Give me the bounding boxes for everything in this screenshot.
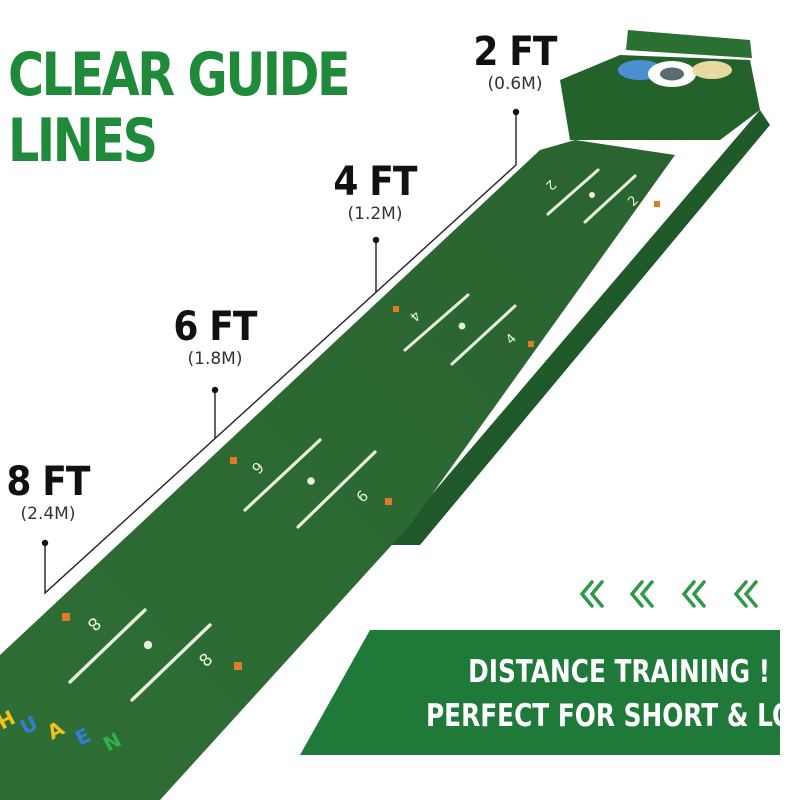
distance-meters: (1.2M) (347, 204, 403, 224)
guide-dot (143, 640, 153, 650)
leader-lines (44, 112, 517, 595)
distance-feet: 8 FT (6, 459, 90, 505)
putting-mat (0, 140, 675, 800)
distance-label-6ft: 6 FT (1.8M) (155, 305, 275, 369)
guide-lines-4ft (403, 293, 517, 366)
banner-line-1: DISTANCE TRAINING ! (468, 654, 770, 690)
guide-dot (307, 477, 315, 485)
headline: CLEAR GUIDE LINES (8, 40, 351, 176)
distance-feet: 2 FT (473, 29, 557, 75)
headline-line-2: LINES (8, 106, 158, 176)
distance-label-8ft: 8 FT (2.4M) (0, 460, 108, 524)
side-markers (62, 201, 660, 670)
distance-label-4ft: 4 FT (1.2M) (315, 160, 435, 224)
distance-feet: 6 FT (173, 304, 257, 350)
banner-background (300, 630, 780, 755)
distance-label-2ft: 2 FT (0.6M) (455, 30, 575, 94)
guide-lines-2ft (546, 168, 637, 224)
guide-lines-8ft (68, 608, 212, 702)
banner-text: DISTANCE TRAINING ! PERFECT FOR SHORT & … (426, 650, 800, 738)
guide-dot (458, 322, 466, 330)
distance-feet: 4 FT (333, 159, 417, 205)
headline-line-1: CLEAR GUIDE (8, 40, 351, 110)
golf-cup-icon (618, 60, 732, 87)
distance-meters: (1.8M) (187, 349, 243, 369)
leader-dots (41, 108, 520, 547)
double-chevron-left-icon (579, 580, 758, 608)
banner-line-2: PERFECT FOR SHORT & LONG (426, 698, 800, 734)
guide-dot (589, 192, 595, 198)
distance-meters: (2.4M) (20, 504, 76, 524)
distance-meters: (0.6M) (487, 74, 543, 94)
guide-lines-6ft (243, 438, 377, 529)
